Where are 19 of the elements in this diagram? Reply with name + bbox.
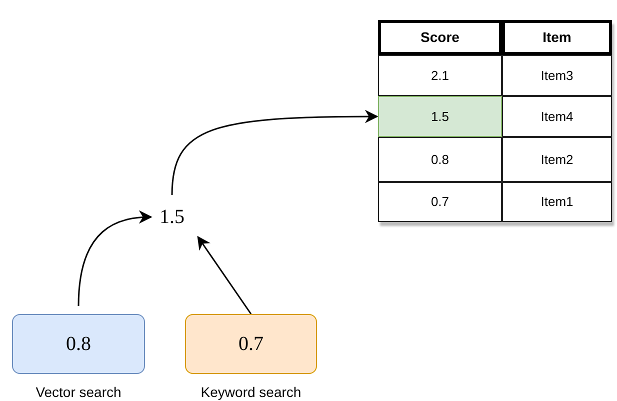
combined-score: 1.5 [152,203,192,231]
header-cell: Score [378,20,502,55]
table-cell: 2.1 [378,55,502,96]
score-box: 0.8 [12,314,145,374]
arrow [78,210,152,306]
node-label: Vector search [36,383,122,401]
score-box: 0.7 [185,314,317,374]
node-label: Keyword search [200,383,302,401]
table-cell: Item2 [502,137,612,182]
table-cell: Item4 [502,96,612,137]
highlighted-cell: 1.5 [378,96,502,137]
table-cell: 0.8 [378,137,502,182]
header-cell: Item [502,20,612,55]
table-cell: 0.7 [378,182,502,222]
arrow [171,110,378,196]
arrow [197,236,252,314]
table-cell: Item1 [502,182,612,222]
table-cell: Item3 [502,55,612,96]
score-table [378,20,612,222]
